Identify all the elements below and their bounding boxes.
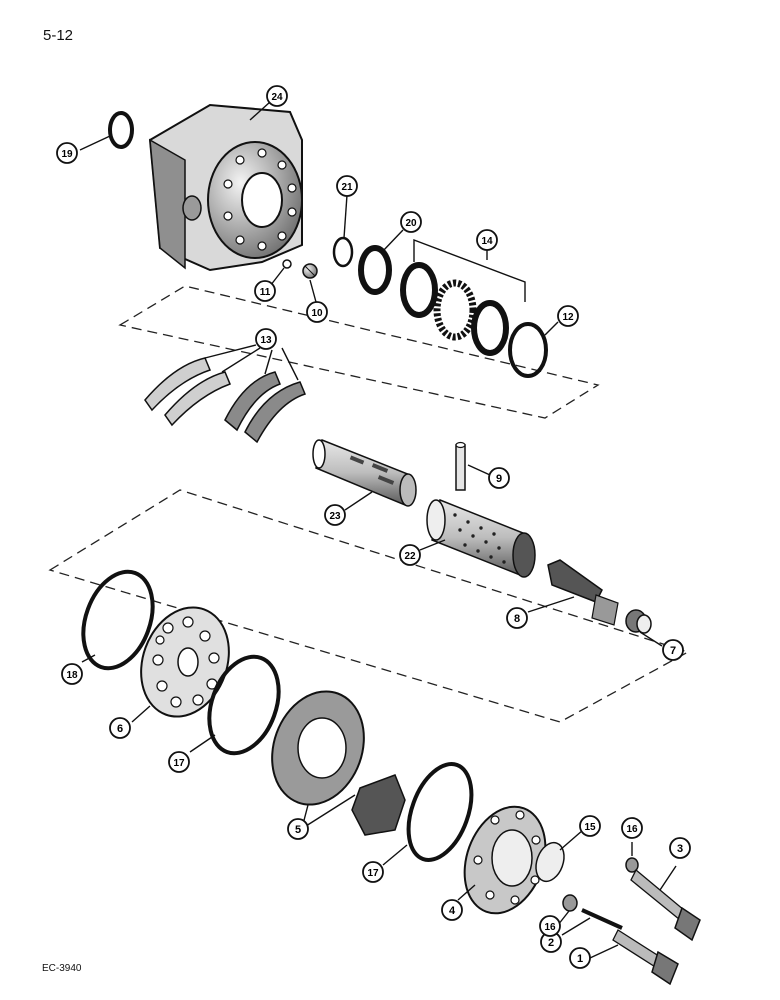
callout-number: 16	[626, 824, 638, 835]
callout-c3: 3	[669, 837, 691, 859]
callout-c11: 11	[254, 280, 276, 302]
callout-c15: 15	[579, 815, 601, 837]
callout-c22: 22	[399, 544, 421, 566]
callout-c6: 6	[109, 717, 131, 739]
callout-number: 11	[260, 287, 271, 298]
washer-part-16-right	[625, 857, 639, 873]
washer-part-20	[358, 245, 392, 295]
callout-number: 4	[449, 905, 456, 917]
callout-number: 17	[367, 868, 379, 879]
snap-ring-part-21	[332, 236, 354, 268]
callout-number: 16	[544, 922, 556, 933]
check-ball-part-11	[282, 259, 292, 269]
callout-number: 6	[117, 723, 123, 735]
callout-number: 13	[260, 335, 272, 346]
callout-number: 21	[341, 182, 353, 193]
callout-c4: 4	[441, 899, 463, 921]
callout-c21: 21	[336, 175, 358, 197]
callout-number: 14	[481, 236, 493, 247]
callout-number: 5	[295, 824, 301, 836]
o-ring-part-18	[81, 569, 155, 671]
dashed-outline-upper	[118, 285, 600, 419]
figure-code: EC-3940	[42, 963, 82, 974]
callout-number: 19	[61, 149, 73, 160]
callout-c7: 7	[662, 639, 684, 661]
callout-c8: 8	[506, 607, 528, 629]
callout-number: 17	[173, 758, 185, 769]
callout-c12: 12	[557, 305, 579, 327]
spool-part-23	[312, 438, 417, 507]
bolt-part-3	[630, 868, 701, 942]
callout-number: 3	[677, 843, 683, 855]
callout-c1: 1	[569, 947, 591, 969]
page-number: 5-12	[43, 27, 74, 44]
bolt-part-1	[612, 929, 679, 986]
callout-c17a: 17	[168, 751, 190, 773]
pin-part-9	[455, 441, 466, 491]
callout-number: 20	[405, 218, 417, 229]
gerotor-part-5	[271, 690, 406, 836]
spring-part-10	[302, 263, 318, 279]
callout-number: 1	[577, 953, 583, 965]
callout-c13: 13	[255, 328, 277, 350]
callout-c23: 23	[324, 504, 346, 526]
end-cap-part-4	[463, 805, 547, 915]
seal-part-19	[108, 111, 134, 149]
callout-number: 9	[496, 473, 502, 485]
callout-c5: 5	[287, 818, 309, 840]
callout-number: 7	[670, 645, 676, 657]
callout-c9: 9	[488, 467, 510, 489]
callout-number: 8	[514, 613, 520, 625]
ring-part-12	[508, 322, 548, 378]
callout-c24: 24	[266, 85, 288, 107]
pin-part-2	[581, 908, 623, 930]
callout-number: 23	[329, 511, 341, 522]
callout-c20: 20	[400, 211, 422, 233]
plate-part-6	[140, 606, 230, 718]
callout-number: 18	[66, 670, 78, 681]
callout-c18: 18	[61, 663, 83, 685]
callout-number: 22	[404, 551, 416, 562]
callout-number: 15	[584, 822, 596, 833]
callout-number: 10	[311, 308, 323, 319]
callout-number: 12	[562, 312, 574, 323]
callout-c14: 14	[476, 229, 498, 251]
o-ring-part-17-upper	[207, 654, 281, 756]
o-ring-part-17-lower	[406, 762, 474, 862]
callout-number: 2	[548, 937, 554, 949]
bearing-set-part-14	[400, 262, 509, 356]
callout-number: 24	[271, 92, 283, 103]
washer-part-16-left	[562, 894, 578, 912]
housing-part-24	[148, 103, 303, 272]
sleeve-part-22	[426, 498, 536, 578]
spacer-part-7	[625, 609, 652, 634]
callout-c10: 10	[306, 301, 328, 323]
drive-shaft-part-8	[547, 559, 619, 626]
bearing-shells-part-13	[144, 357, 307, 444]
callout-c16b: 16	[539, 915, 561, 937]
plug-part-15	[535, 841, 565, 883]
callout-c19: 19	[56, 142, 78, 164]
dashed-outline-lower	[48, 489, 690, 723]
callout-c16a: 16	[621, 817, 643, 839]
callout-c17b: 17	[362, 861, 384, 883]
